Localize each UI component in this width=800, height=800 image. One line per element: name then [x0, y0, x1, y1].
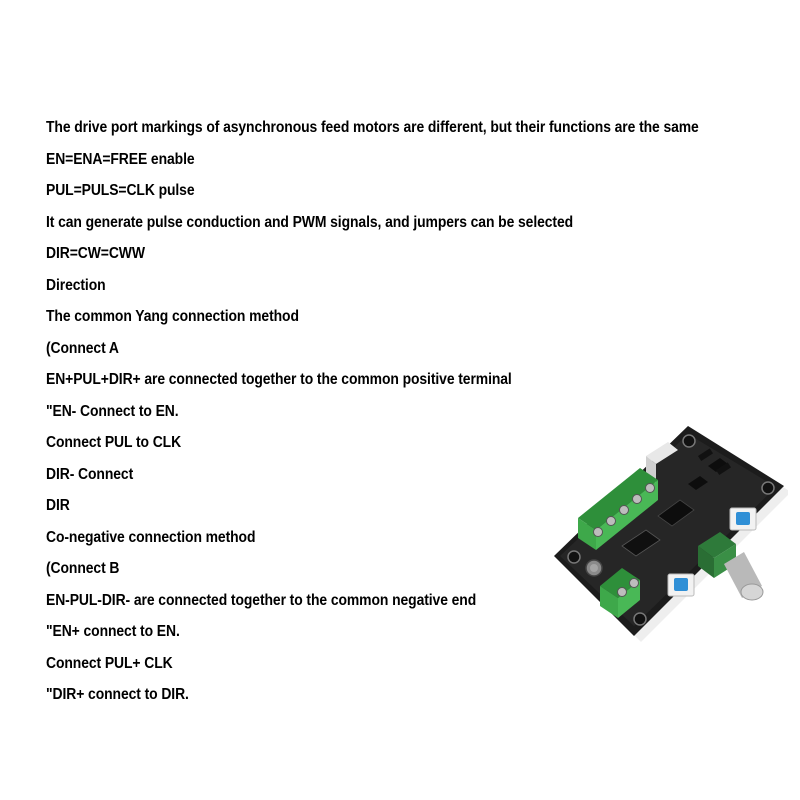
- text-line: (Connect B: [46, 560, 120, 577]
- text-line: Connect PUL to CLK: [46, 434, 182, 451]
- text-line: EN+PUL+DIR+ are connected together to th…: [46, 371, 512, 388]
- text-line: "EN+ connect to EN.: [46, 623, 180, 640]
- switch-button: [729, 507, 757, 531]
- text-line: The common Yang connection method: [46, 308, 299, 325]
- text-line: EN-PUL-DIR- are connected together to th…: [46, 591, 477, 609]
- text-line: PUL=PULS=CLK pulse: [46, 182, 195, 199]
- text-line: The drive port markings of asynchronous …: [46, 119, 699, 136]
- white-connector: [646, 442, 678, 464]
- text-line: Direction: [46, 276, 106, 294]
- mount-hole: [567, 550, 581, 564]
- regulator: [621, 529, 661, 557]
- ic-chip: [657, 499, 695, 527]
- mount-hole: [633, 612, 647, 626]
- driver-board-image: [554, 426, 788, 642]
- text-line: (Connect A: [46, 339, 119, 357]
- text-line: "EN- Connect to EN.: [46, 402, 179, 420]
- text-line: Co-negative connection method: [46, 528, 256, 546]
- power-terminal-block: [600, 568, 640, 618]
- text-line: It can generate pulse conduction and PWM…: [46, 213, 574, 231]
- text-line: Connect PUL+ CLK: [46, 654, 173, 672]
- mount-hole: [682, 434, 696, 448]
- text-line: EN=ENA=FREE enable: [46, 150, 195, 168]
- green-terminal-block: [578, 468, 658, 550]
- text-line: DIR- Connect: [46, 465, 134, 483]
- text-line: DIR: [46, 497, 70, 514]
- potentiometer: [698, 532, 764, 601]
- mount-hole: [761, 481, 775, 495]
- switch-button: [667, 573, 695, 597]
- description-text: The drive port markings of asynchronous …: [46, 116, 786, 715]
- text-line: "DIR+ connect to DIR.: [46, 686, 189, 703]
- text-line: DIR=CW=CWW: [46, 245, 145, 262]
